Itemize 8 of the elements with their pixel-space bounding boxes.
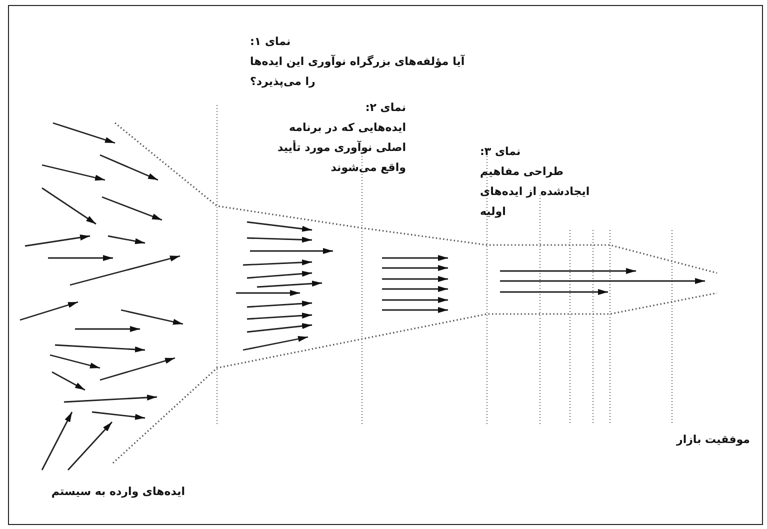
- view-heading: نمای ۳:: [480, 144, 522, 160]
- view-heading: نمای ۲:: [364, 100, 406, 116]
- view-heading: نمای ۱:: [250, 34, 292, 50]
- outcome-label: موفقیت بازار: [675, 432, 750, 448]
- view-description: طراحی مفاهیم ایجادشده از ایده‌های اولیه: [480, 164, 591, 220]
- view-description: ایده‌هایی که در برنامه اصلی نوآوری مورد تأیید واقع می‌شوند: [276, 120, 406, 176]
- view-question: آیا مؤلفه‌های بزرگراه نوآوری این ایده‌ها را می‌پذیرد؟: [250, 54, 466, 90]
- input-label: ایده‌های وارده به سیستم: [50, 484, 185, 500]
